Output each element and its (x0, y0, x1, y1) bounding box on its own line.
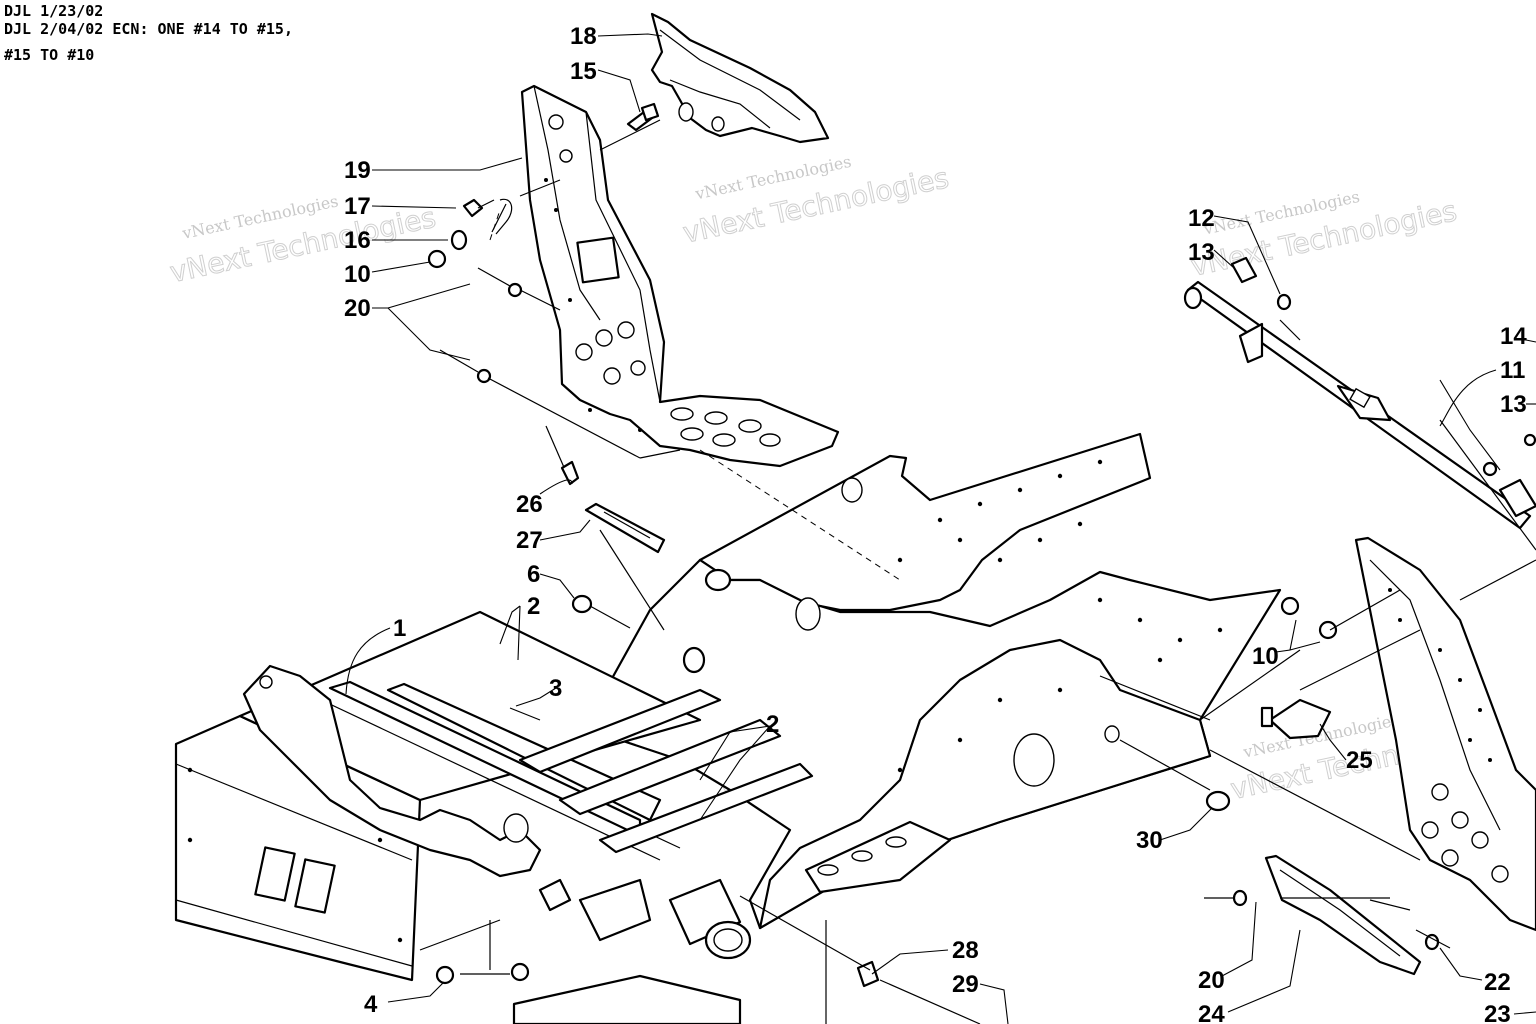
callout-20: 20 (344, 295, 371, 322)
callout-22: 22 (1484, 969, 1511, 996)
callout-16: 16 (344, 227, 371, 254)
callout-10: 10 (344, 261, 371, 288)
callout-2: 2 (766, 711, 779, 738)
assembly-lines (419, 119, 1536, 1024)
callout-19: 19 (344, 157, 371, 184)
part-10-nut (1280, 596, 1300, 616)
right-side-panel (1354, 536, 1536, 932)
leader-lines (345, 33, 1536, 1024)
part-6-bushing (571, 594, 593, 614)
part-27-strip (584, 502, 666, 554)
part-11-steering-post (1183, 256, 1536, 530)
callout-13: 13 (1188, 239, 1215, 266)
part-18-shroud (650, 12, 830, 144)
part-26-rivet (545, 425, 580, 486)
callout-23: 23 (1484, 1001, 1511, 1024)
callout-1: 1 (393, 615, 406, 642)
part-19-steering-bracket (520, 84, 840, 468)
callout-13: 13 (1500, 391, 1527, 418)
callout-12: 12 (1188, 205, 1215, 232)
callout-20: 20 (1198, 967, 1225, 994)
callout-10: 10 (1252, 643, 1279, 670)
callout-30: 30 (1136, 827, 1163, 854)
part-25-bracket (1260, 698, 1332, 740)
callout-29: 29 (952, 971, 979, 998)
callout-24: 24 (1198, 1001, 1225, 1024)
part-10-nut (1318, 620, 1338, 640)
callout-17: 17 (344, 193, 371, 220)
callout-11: 11 (1500, 357, 1525, 384)
callout-6: 6 (527, 561, 540, 588)
callout-14: 14 (1500, 323, 1527, 350)
small-hardware-upper-left (427, 198, 523, 384)
callout-4: 4 (364, 991, 378, 1018)
callout-2: 2 (527, 593, 540, 620)
callout-15: 15 (570, 58, 597, 85)
part-28-clip (856, 960, 880, 988)
callout-labels: 18 15 19 17 16 10 20 12 13 14 11 13 26 2… (344, 23, 1527, 1024)
callout-28: 28 (952, 937, 979, 964)
callout-25: 25 (1346, 747, 1373, 774)
part-30-bushing (1205, 790, 1231, 812)
callout-3: 3 (549, 675, 562, 702)
part-24-bracket (1204, 854, 1451, 976)
part-15-bolt (626, 102, 660, 132)
callout-26: 26 (516, 491, 543, 518)
callout-27: 27 (516, 527, 543, 554)
revision-line-1: DJL 1/23/02 (4, 2, 104, 20)
revision-line-3: #15 TO #10 (4, 46, 95, 64)
callout-18: 18 (570, 23, 597, 50)
part-1-chassis (174, 432, 1282, 1024)
revision-line-2: DJL 2/04/02 ECN: ONE #14 TO #15, (4, 20, 293, 38)
